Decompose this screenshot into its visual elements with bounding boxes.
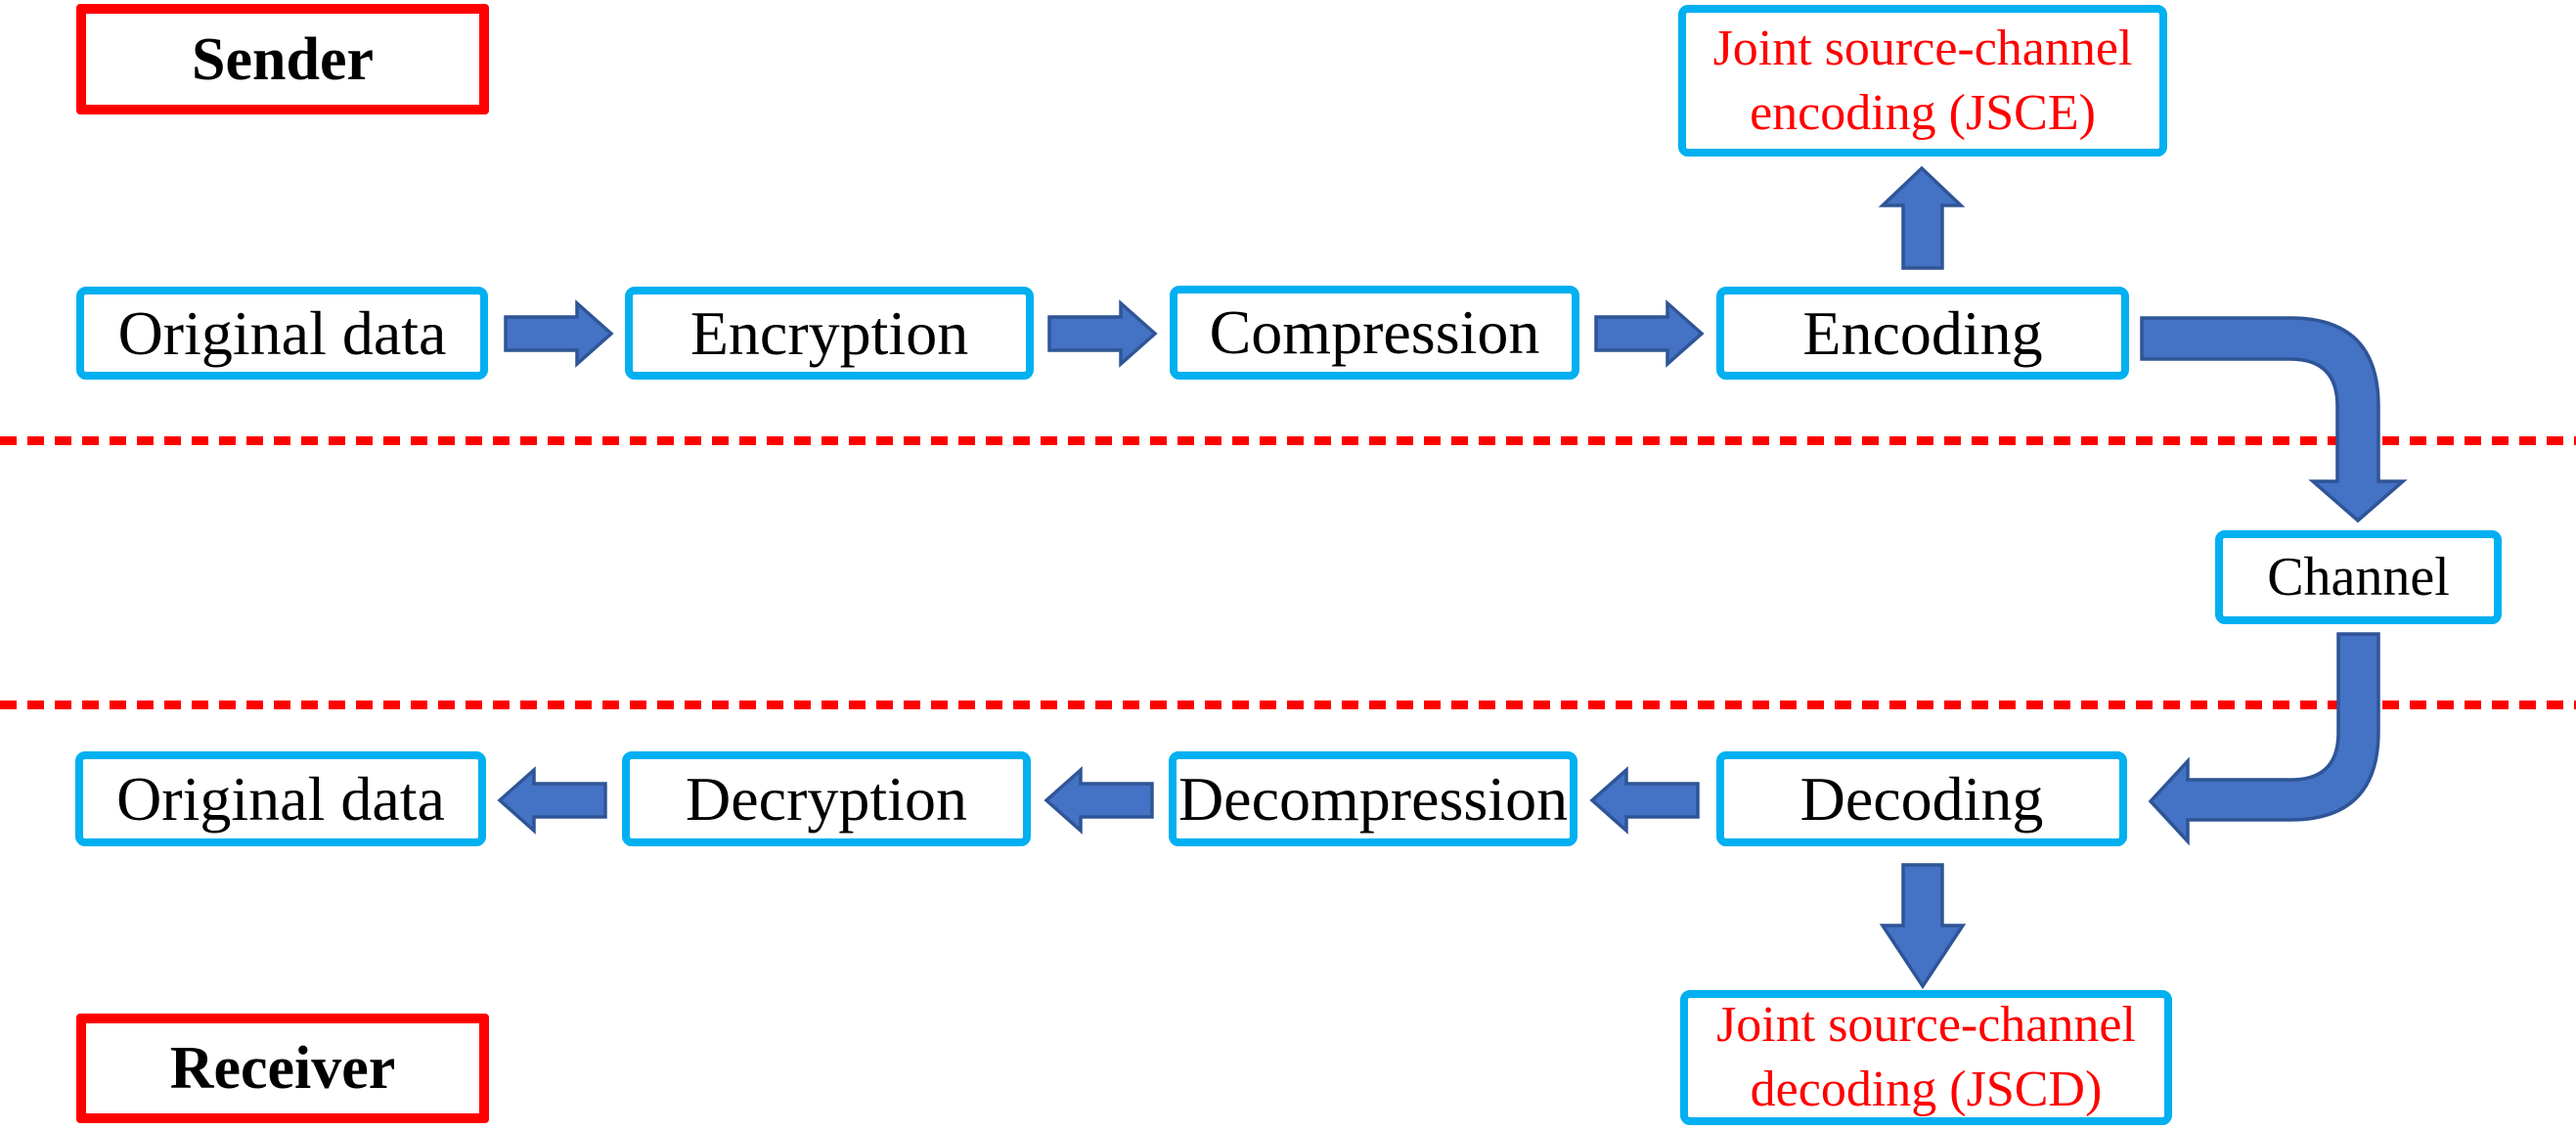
node-label: Original data bbox=[117, 297, 447, 368]
sender-boundary-dashed-line bbox=[0, 436, 2576, 445]
arrow-decryption-to-original-icon bbox=[497, 766, 607, 835]
node-decryption: Decryption bbox=[622, 751, 1031, 846]
arrow-encoding-to-jsce-icon bbox=[1878, 165, 1966, 270]
sender-label: Sender bbox=[192, 25, 374, 93]
arrow-decoding-to-jscd-icon bbox=[1879, 863, 1967, 990]
arrow-original-to-encryption-icon bbox=[504, 299, 614, 368]
arrow-encryption-to-compression-icon bbox=[1047, 299, 1158, 368]
node-channel: Channel bbox=[2215, 530, 2502, 624]
elbow-arrow-encoding-to-channel-icon bbox=[2140, 316, 2408, 523]
jscd-line-1: Joint source-channel bbox=[1716, 997, 2136, 1053]
node-encoding: Encoding bbox=[1716, 287, 2129, 380]
jsce-line-1: Joint source-channel bbox=[1712, 20, 2133, 76]
node-label: Original data bbox=[116, 763, 445, 834]
node-encryption: Encryption bbox=[625, 287, 1034, 380]
node-jsce: Joint source-channel encoding (JSCE) bbox=[1678, 5, 2167, 157]
sender-label-box: Sender bbox=[76, 4, 489, 114]
elbow-arrow-channel-to-decoding-icon bbox=[2148, 632, 2380, 846]
node-label: Decryption bbox=[686, 763, 967, 834]
jsce-line-2: encoding (JSCE) bbox=[1750, 84, 2096, 141]
receiver-boundary-dashed-line bbox=[0, 701, 2576, 709]
node-decoding: Decoding bbox=[1716, 751, 2127, 846]
node-compression: Compression bbox=[1170, 286, 1579, 380]
jscd-line-2: decoding (JSCD) bbox=[1750, 1062, 2103, 1117]
node-label: Encryption bbox=[689, 297, 969, 368]
receiver-label-box: Receiver bbox=[76, 1014, 489, 1123]
node-label: Compression bbox=[1209, 297, 1540, 367]
node-label: Decompression bbox=[1177, 763, 1569, 834]
node-original-data-sender: Original data bbox=[76, 287, 488, 380]
receiver-label: Receiver bbox=[169, 1035, 396, 1102]
arrow-decoding-to-decompression-icon bbox=[1589, 766, 1700, 835]
node-original-data-receiver: Original data bbox=[75, 751, 486, 846]
node-label: Channel bbox=[2267, 547, 2450, 608]
node-decompression: Decompression bbox=[1169, 751, 1577, 846]
node-label: Decoding bbox=[1799, 763, 2044, 834]
arrow-compression-to-encoding-icon bbox=[1594, 299, 1705, 368]
node-label: Encoding bbox=[1802, 297, 2043, 368]
arrow-decompression-to-decryption-icon bbox=[1044, 766, 1154, 835]
node-jscd: Joint source-channel decoding (JSCD) bbox=[1680, 990, 2172, 1125]
